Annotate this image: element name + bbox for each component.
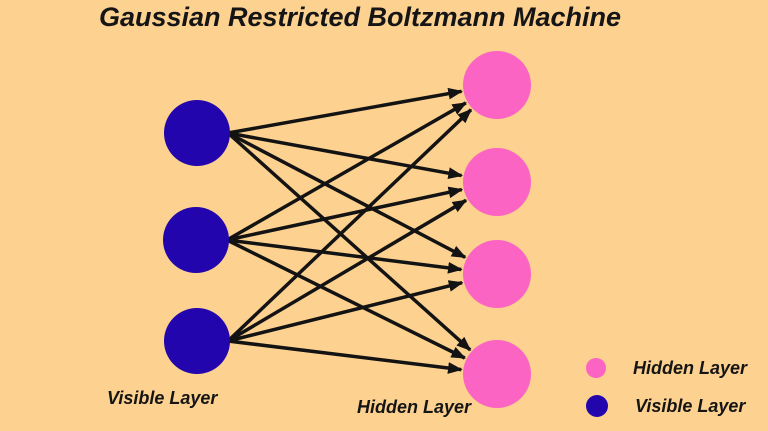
legend-label-hidden: Hidden Layer bbox=[633, 357, 748, 378]
legend-label-visible: Visible Layer bbox=[635, 395, 746, 416]
hidden-layer-swatch-icon bbox=[586, 358, 606, 378]
edge-visible-to-hidden bbox=[226, 108, 473, 343]
edge-visible-to-hidden bbox=[226, 238, 463, 274]
edge-visible-to-hidden bbox=[227, 131, 464, 179]
diagram-title: Gaussian Restricted Boltzmann Machine bbox=[98, 2, 622, 32]
visible-node bbox=[163, 207, 229, 273]
visible-layer-swatch-icon bbox=[586, 395, 608, 417]
visible-node bbox=[164, 308, 230, 374]
legend-item-visible: Visible Layer bbox=[586, 387, 747, 425]
hidden-layer-label: Hidden Layer bbox=[357, 397, 472, 417]
hidden-node bbox=[463, 340, 531, 408]
edge-visible-to-hidden bbox=[226, 186, 464, 242]
edge-visible-to-hidden bbox=[227, 198, 468, 343]
visible-layer-nodes bbox=[163, 100, 230, 374]
hidden-node bbox=[463, 51, 531, 119]
edge-visible-to-hidden bbox=[226, 101, 468, 242]
visible-layer-label: Visible Layer bbox=[107, 388, 218, 408]
visible-node bbox=[164, 100, 230, 166]
hidden-node bbox=[463, 240, 531, 308]
hidden-node bbox=[463, 148, 531, 216]
hidden-layer-nodes bbox=[463, 51, 531, 408]
edge-visible-to-hidden bbox=[227, 280, 464, 343]
edge-visible-to-hidden bbox=[227, 339, 463, 374]
edge-visible-to-hidden bbox=[227, 87, 464, 135]
edge-visible-to-hidden bbox=[226, 238, 467, 360]
edge-lines bbox=[226, 87, 473, 374]
legend: Hidden Layer Visible Layer bbox=[586, 349, 747, 425]
edge-visible-to-hidden bbox=[227, 131, 467, 259]
edge-visible-to-hidden bbox=[226, 131, 472, 352]
legend-item-hidden: Hidden Layer bbox=[586, 349, 747, 387]
